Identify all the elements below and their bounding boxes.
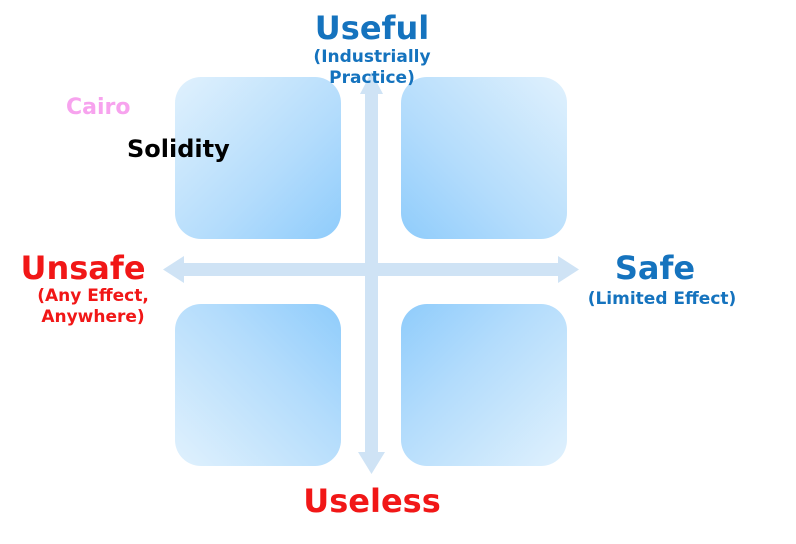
arrow-down-icon [358, 452, 385, 474]
top-subtitle: (Industrially Practice) [290, 47, 454, 89]
left-subtitle: (Any Effect, Anywhere) [18, 286, 168, 328]
top-title: Useful [314, 9, 430, 47]
arrow-up-icon [360, 72, 383, 94]
right-subtitle: (Limited Effect) [587, 289, 737, 309]
quadrant-bottom-right [401, 304, 567, 466]
horizontal-axis-line [180, 263, 564, 276]
vertical-axis-line [365, 92, 378, 462]
arrow-right-icon [558, 256, 579, 283]
arrow-left-icon [163, 256, 184, 283]
top-subtitle-line2: Practice) [329, 68, 415, 88]
left-subtitle-line2: Anywhere) [41, 307, 145, 327]
bottom-title: Useless [303, 482, 441, 520]
left-subtitle-line1: (Any Effect, [37, 286, 149, 306]
top-subtitle-line1: (Industrially [313, 47, 431, 67]
quadrant-top-left [175, 77, 341, 239]
left-title: Unsafe [20, 249, 146, 287]
quadrant-top-right [401, 77, 567, 239]
quadrant-bottom-left [175, 304, 341, 466]
point-solidity: Solidity [127, 135, 230, 163]
right-title: Safe [614, 249, 696, 287]
point-cairo: Cairo [66, 95, 131, 120]
